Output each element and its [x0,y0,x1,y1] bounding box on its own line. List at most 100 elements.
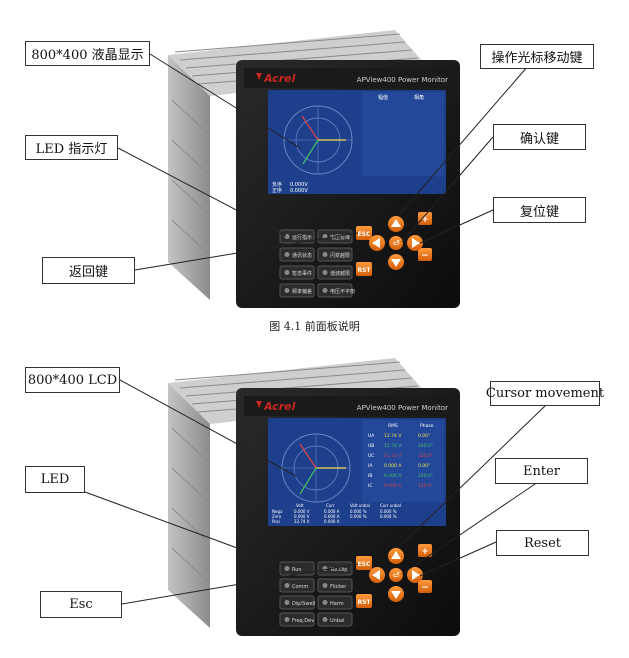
arrow-left-icon [372,238,380,248]
table-cell: 0.000 % [350,509,367,514]
arrow-down-icon [391,259,401,267]
table-cell: 0.00° [418,433,430,439]
table-header: Volt [296,503,304,508]
device-1-keypad: ESC RST + − ⏎ [356,212,432,276]
arrow-right-icon [412,238,420,248]
device-2-model: APView400 Power Monitor [357,404,448,412]
minus-key[interactable] [418,580,432,593]
led-label: Comm [292,584,308,590]
table-cell: IB [368,473,372,479]
device-2-brand-strip [244,396,452,416]
plus-key-label: + [421,215,429,225]
led-label: 电压暂降 [330,234,350,241]
arrow-left-icon [372,570,380,580]
led-label: 频率偏差 [292,288,312,295]
ok-key[interactable] [389,568,403,582]
device-2-screen-table [362,420,444,502]
rst-key-label: RST [357,267,371,274]
arrow-up-icon [391,219,401,227]
table-cell: Posi [272,519,280,524]
table-cell: 0.000V [290,188,308,194]
table-header: Phase [420,423,434,429]
table-cell: 12.74 V [294,519,310,524]
led-label: Unbal [330,618,344,624]
table-header: Volt unbal [350,503,370,508]
arrow-down-icon [391,591,401,599]
plus-key-label: + [421,547,429,557]
callout-led-indicator: LED 指示灯 [25,135,118,160]
brand-logo-icon [256,401,262,408]
esc-key[interactable] [356,556,372,570]
device-2-seq-table: Volt Curr Volt unbal Curr unbal Nega 0.0… [272,503,401,524]
callout-lcd-display: 800*400 液晶显示 [25,41,150,66]
device-1-model: APView400 Power Monitor [357,76,448,84]
table-header: Curr [326,503,335,508]
device-1-brand-strip [244,68,452,88]
device-2-led-panel: Run Vol.Dip Comm Flicker Dip/Swell Harm … [279,561,353,627]
esc-key-label: ESC [358,561,371,568]
table-cell: 11.72 V [384,453,402,459]
arrow-up-icon [391,551,401,559]
led-label: Dip/Swell [292,601,315,607]
rst-key-label: RST [357,599,371,606]
figure-1-caption: 图 4.1 前面板说明 [269,320,360,333]
esc-key-label: ESC [358,231,371,238]
plus-key[interactable] [418,212,432,225]
device-1-brand: Acrel [263,72,296,85]
table-cell: 0.000 A [324,514,340,519]
table-cell: 0.000 % [350,514,367,519]
table-cell: 0.00° [418,463,430,469]
callout-back-key: 返回键 [42,257,135,284]
figure-2-leader-lines [84,379,546,605]
rst-key[interactable] [356,262,372,276]
device-1-seq-rows: 负序 0.000V 正序 0.000V [272,181,308,194]
table-header: RMS [388,423,398,429]
led-label: 谐波越限 [330,270,350,277]
table-cell: 120.0° [418,483,433,489]
device-2-rms-table: RMS Phase UA 12.74 V 0.00° UB 12.74 V 24… [368,423,434,489]
rst-key[interactable] [356,594,372,608]
minus-key-label: − [421,251,429,261]
callout-reset-key: Reset [496,530,589,556]
ok-key-label: ⏎ [393,239,400,248]
callout-lcd-display: 800*400 LCD [25,367,120,393]
led-label: 通讯状态 [292,252,312,259]
esc-key[interactable] [356,226,372,240]
callout-cursor-keys: 操作光标移动键 [480,44,594,69]
minus-key[interactable] [418,248,432,261]
led-label: 暂态事件 [292,270,312,277]
led-label: 闪变越限 [330,252,350,259]
table-cell: 0.000 A [384,473,402,479]
device-1-screen-table [362,92,444,176]
ok-key-label: ⏎ [393,571,400,580]
minus-key-label: − [421,583,429,593]
device-2-phasor [281,433,351,503]
table-cell: IA [368,463,373,469]
led-label: 运行指示 [292,234,312,241]
callout-led-indicator: LED [25,466,85,493]
led-label: 电压不平衡 [330,288,355,295]
table-header: 相角 [414,94,424,101]
table-header: 幅值 [378,94,388,101]
table-cell: 0.000 V [294,514,310,519]
table-cell: UA [368,433,375,439]
led-label: Flicker [330,584,347,590]
callout-back-key: Esc [40,591,122,618]
table-cell: 0.000 % [380,514,397,519]
table-cell: 正序 [272,187,282,194]
led-label: Run [292,567,302,573]
plus-key[interactable] [418,544,432,557]
table-cell: 0.000 A [324,519,340,524]
ok-key[interactable] [389,236,403,250]
table-cell: 0.000 A [384,463,402,469]
arrow-right-icon [412,570,420,580]
table-cell: 0.000V [290,182,308,188]
table-cell: 240.0° [418,473,433,479]
table-cell: 12.74 V [384,443,402,449]
figure-1-leader-lines [117,53,529,271]
led-label: Freq.Dev [292,618,314,624]
device-1: Acrel APView400 Power Monitor 幅值 相角 负序 0… [168,30,460,308]
table-cell: 0.000 A [384,483,402,489]
